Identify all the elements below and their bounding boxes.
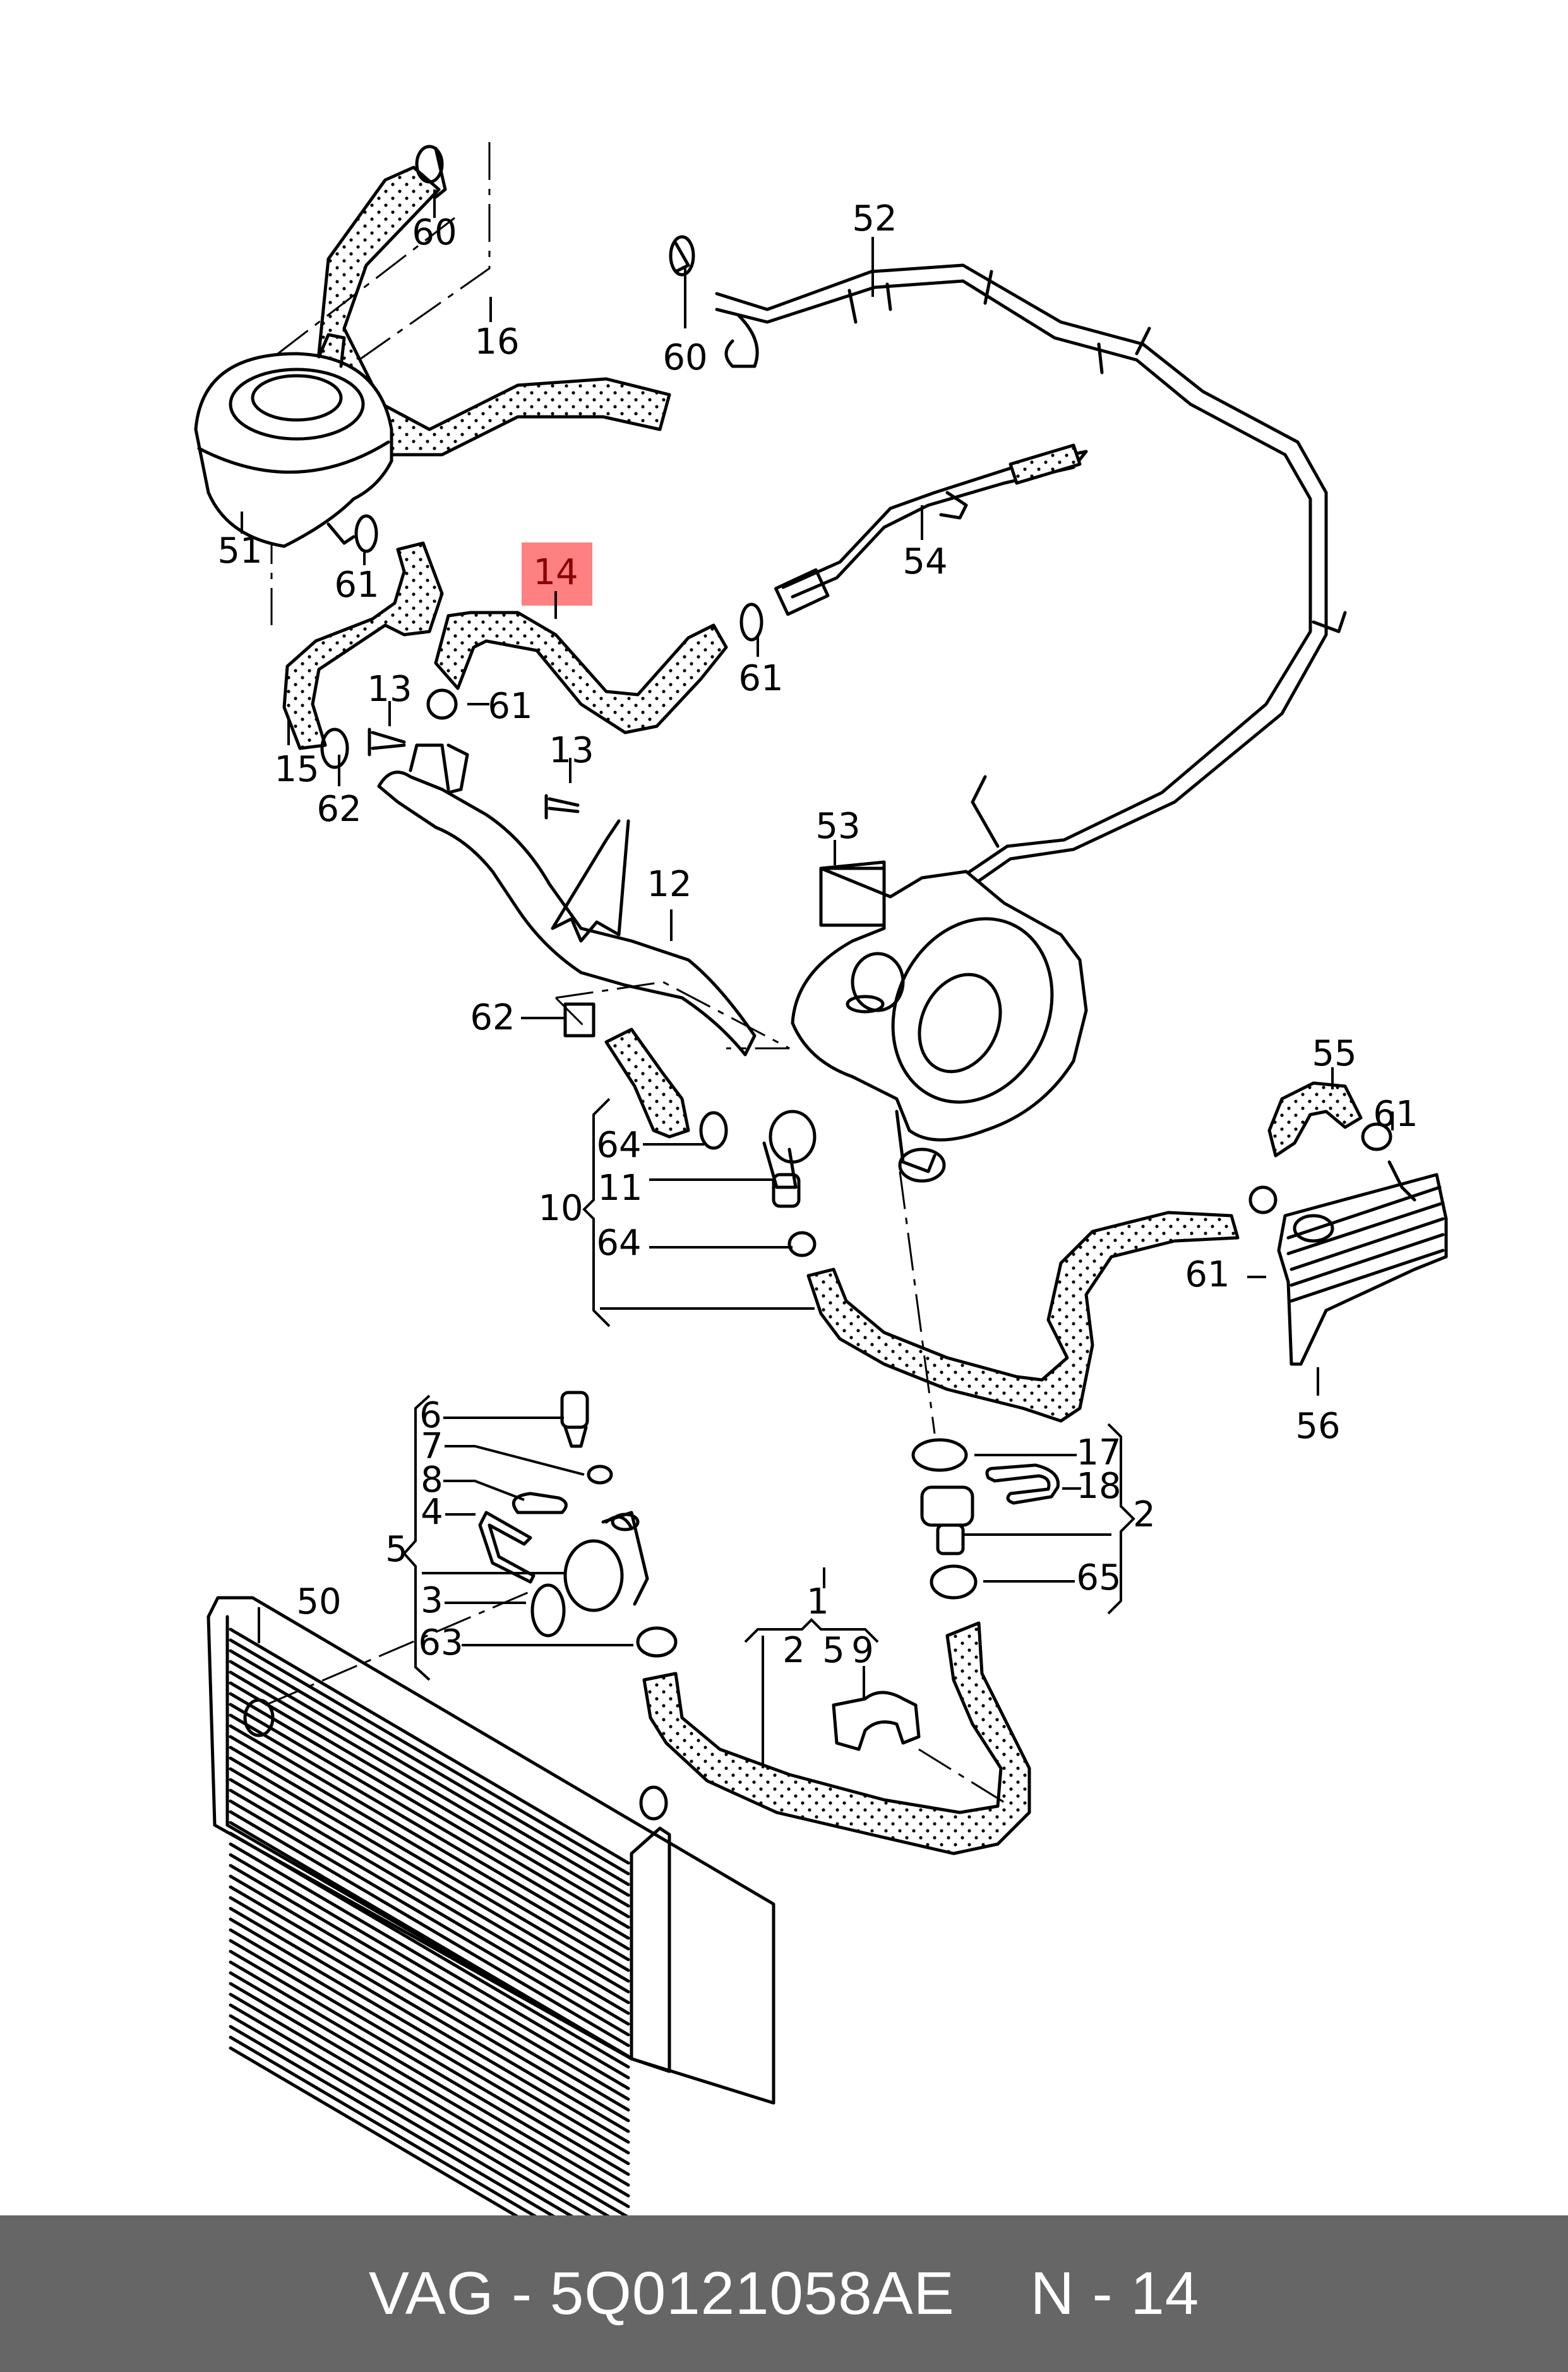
callout-6[interactable]: 6 — [419, 1395, 442, 1436]
part-51-expansion-tank — [194, 333, 393, 548]
part-10-hose-lower — [806, 1211, 1240, 1423]
part-60-clamp-mid — [669, 235, 695, 277]
dashed-bracket-12 — [554, 981, 790, 1050]
callout-12[interactable]: 12 — [647, 864, 691, 905]
part-64-clamp-a — [699, 1111, 728, 1150]
callout-56[interactable]: 56 — [1295, 1406, 1340, 1447]
callout-61-c[interactable]: 61 — [488, 686, 532, 727]
callout-62-b[interactable]: 62 — [470, 997, 515, 1038]
callout-4[interactable]: 4 — [421, 1492, 443, 1533]
callout-52[interactable]: 52 — [852, 198, 897, 239]
callout-15[interactable]: 15 — [274, 749, 319, 790]
part-52-pipe — [715, 263, 1347, 933]
callout-11[interactable]: 11 — [597, 1168, 642, 1209]
callout-17[interactable]: 17 — [1076, 1432, 1121, 1473]
part-10-hose-upper — [604, 1027, 690, 1139]
callout-1-sub-5[interactable]: 5 — [822, 1630, 845, 1671]
callout-64-a[interactable]: 64 — [596, 1125, 641, 1166]
part-60-clamp-top — [415, 145, 447, 199]
parts-diagram: 60 60 16 52 51 61 14 54 61 13 61 15 62 1… — [194, 142, 1448, 2215]
callout-51[interactable]: 51 — [217, 530, 262, 572]
callout-18[interactable]: 18 — [1076, 1466, 1121, 1507]
part-53-pump-housing — [791, 860, 1088, 1183]
part-17-oring — [911, 1438, 968, 1472]
callout-13-b[interactable]: 13 — [549, 730, 594, 771]
part-13-bolt-b — [544, 794, 580, 820]
callout-3[interactable]: 3 — [421, 1580, 443, 1621]
leader-lines — [241, 189, 1394, 1768]
callout-53[interactable]: 53 — [815, 806, 860, 847]
part-61-clamp-c — [426, 688, 458, 720]
part-11-connector — [762, 1110, 817, 1208]
footer-part-number: 5Q0121058AE — [549, 2260, 955, 2327]
callout-61-d[interactable]: 61 — [1373, 1094, 1418, 1135]
part-3-oring — [530, 1583, 566, 1638]
braces — [402, 1098, 1135, 1681]
callout-5[interactable]: 5 — [385, 1529, 408, 1570]
part-61-clamp-e — [1248, 1185, 1278, 1214]
dashed-lines — [265, 1171, 1011, 1807]
part-8-clip — [512, 1492, 568, 1514]
footer-position-label: N — [1030, 2260, 1075, 2327]
part-62-clamp-a — [320, 728, 349, 769]
callout-1-sub-9[interactable]: 9 — [851, 1630, 874, 1671]
callout-62-a[interactable]: 62 — [316, 789, 361, 830]
callout-labels: 60 60 16 52 51 61 14 54 61 13 61 15 62 1… — [217, 198, 1418, 1671]
callout-61-e[interactable]: 61 — [1185, 1254, 1230, 1295]
part-5-connector — [563, 1511, 649, 1612]
part-61-clamp-b — [739, 602, 763, 642]
part-61-clamp-a — [354, 514, 378, 553]
part-54-pipe — [774, 443, 1088, 616]
callout-64-b[interactable]: 64 — [596, 1223, 641, 1264]
callout-7[interactable]: 7 — [421, 1426, 443, 1467]
callout-54[interactable]: 54 — [902, 541, 947, 582]
callout-60-top[interactable]: 60 — [412, 212, 457, 253]
part-6-sender — [560, 1391, 589, 1448]
part-7-seal — [587, 1465, 613, 1485]
part-2-connector — [920, 1485, 974, 1555]
callout-60-mid[interactable]: 60 — [662, 337, 707, 378]
footer-position-separator: - — [1092, 2260, 1113, 2327]
part-56-oil-cooler — [1277, 1160, 1448, 1366]
callout-10[interactable]: 10 — [538, 1188, 583, 1229]
footer-position-number: 14 — [1130, 2260, 1200, 2327]
part-4-clip — [478, 1511, 536, 1584]
part-9-holder — [832, 1691, 921, 1751]
part-55-hose — [1267, 1081, 1363, 1158]
part-18-clip — [985, 1463, 1060, 1505]
callout-2[interactable]: 2 — [1133, 1494, 1156, 1535]
callout-63[interactable]: 63 — [418, 1622, 463, 1663]
part-15-hose — [282, 541, 444, 750]
part-64-clamp-b — [787, 1231, 817, 1257]
callout-61-b[interactable]: 61 — [738, 658, 783, 699]
part-13-bolt-a — [368, 728, 406, 757]
footer-brand: VAG — [368, 2260, 494, 2327]
callout-1-sub-2[interactable]: 2 — [782, 1630, 805, 1671]
footer-separator: - — [512, 2260, 533, 2327]
part-63-clamp — [636, 1626, 678, 1658]
callout-14[interactable]: 14 — [533, 552, 578, 593]
callout-50[interactable]: 50 — [296, 1581, 341, 1622]
part-number-footer: VAG - 5Q0121058AE N - 14 — [0, 2215, 1568, 2372]
callout-55[interactable]: 55 — [1312, 1033, 1356, 1074]
callout-65[interactable]: 65 — [1076, 1557, 1121, 1598]
part-61-clamp-d — [1361, 1122, 1392, 1151]
part-62-clamp-b — [563, 1002, 595, 1038]
part-12-pipe — [377, 743, 757, 1057]
callout-13-a[interactable]: 13 — [367, 669, 412, 710]
part-14-hose — [434, 611, 728, 734]
callout-8[interactable]: 8 — [421, 1459, 443, 1500]
part-1-hose — [642, 1621, 1031, 1855]
callout-16[interactable]: 16 — [474, 321, 519, 362]
part-65-clamp — [930, 1564, 978, 1600]
part-50-radiator — [206, 1596, 775, 2215]
callout-61-a[interactable]: 61 — [334, 565, 379, 606]
callout-1[interactable]: 1 — [806, 1581, 829, 1622]
